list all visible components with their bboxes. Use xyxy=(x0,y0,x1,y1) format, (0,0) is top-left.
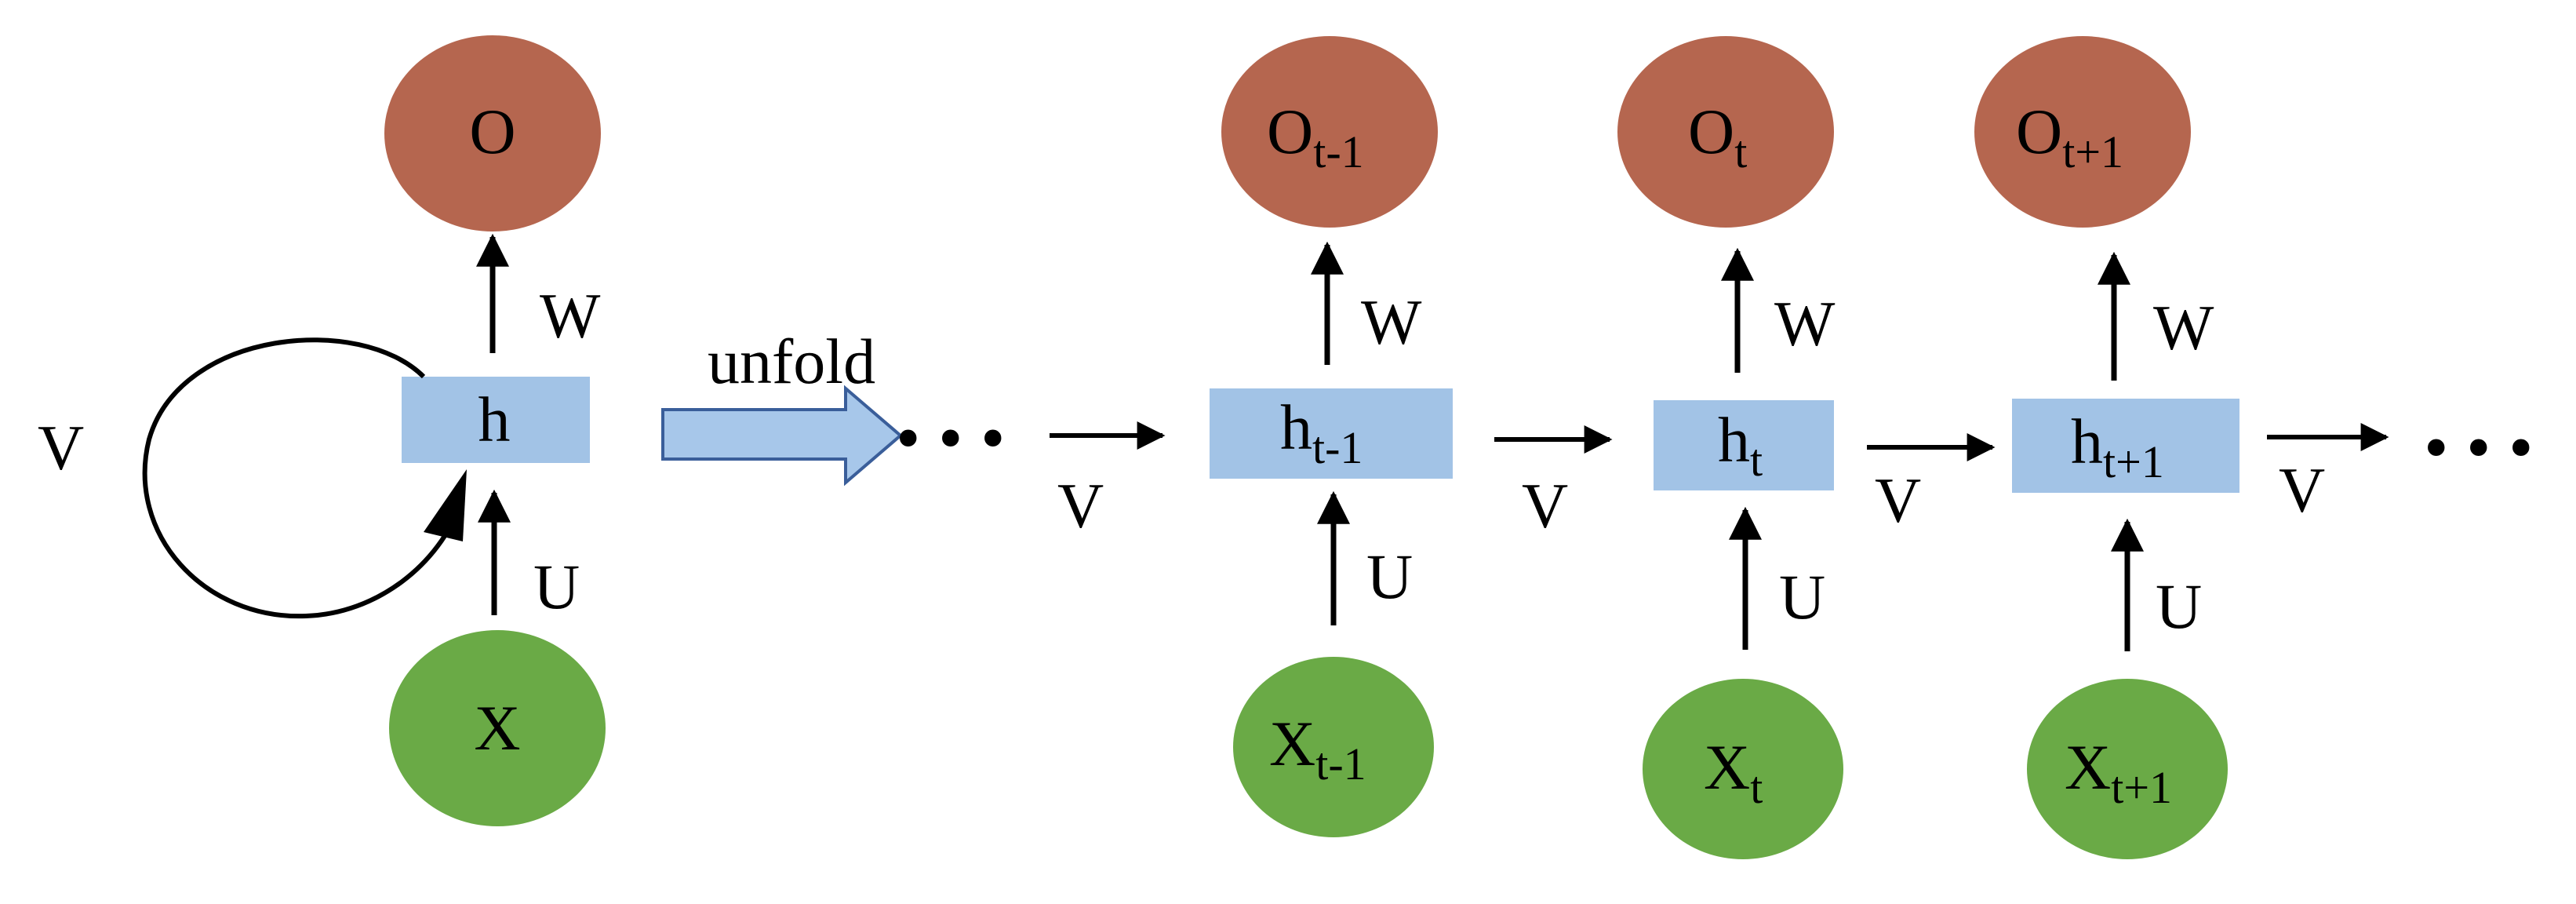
output-label: Ot+1 xyxy=(2016,96,2123,177)
u-label: U xyxy=(533,551,580,622)
unfold-label: unfold xyxy=(708,326,875,397)
input-label: Xt-1 xyxy=(1269,708,1366,789)
output-label: O xyxy=(469,96,515,167)
u-label: U xyxy=(2156,570,2202,642)
output-main: O xyxy=(2016,96,2062,167)
hidden-label: ht+1 xyxy=(2071,406,2164,487)
output-label: Ot xyxy=(1688,96,1747,177)
output-node xyxy=(384,35,601,231)
hidden-box xyxy=(402,377,590,463)
hidden-label: h xyxy=(478,384,511,455)
hidden-main: h xyxy=(2071,406,2103,477)
v-label-2: V xyxy=(1875,465,1921,536)
step-t-plus-1: Ot+1 W ht+1 U Xt+1 xyxy=(1974,36,2239,859)
v-label-folded: V xyxy=(38,412,84,483)
output-main: O xyxy=(1688,96,1734,167)
output-main: O xyxy=(1267,96,1313,167)
input-label: X xyxy=(474,692,520,764)
hidden-label: ht xyxy=(1718,404,1763,486)
output-node xyxy=(1221,36,1438,228)
step-t-minus-1: Ot-1 W ht-1 U Xt-1 xyxy=(1210,36,1453,837)
input-node xyxy=(2027,679,2228,859)
ellipsis-left: • • • xyxy=(896,399,1006,477)
w-label: W xyxy=(2153,292,2214,363)
hidden-main: h xyxy=(1718,404,1750,476)
input-label: Xt+1 xyxy=(2065,731,2172,813)
output-subscript: t-1 xyxy=(1313,126,1363,177)
step-t: Ot W ht U Xt xyxy=(1617,36,1843,859)
w-label: W xyxy=(540,280,601,352)
recurrent-loop-arrowhead xyxy=(424,469,467,541)
hidden-subscript: t xyxy=(1750,435,1763,486)
output-subscript: t xyxy=(1734,126,1747,177)
input-node xyxy=(389,630,606,826)
input-subscript: t-1 xyxy=(1315,738,1366,789)
hidden-subscript: t-1 xyxy=(1312,422,1363,473)
input-main: X xyxy=(1269,708,1315,779)
v-label-1: V xyxy=(1522,470,1568,541)
ellipsis-right: • • • xyxy=(2424,409,2534,487)
hidden-label: ht-1 xyxy=(1280,392,1363,473)
u-label: U xyxy=(1779,561,1825,632)
hidden-box xyxy=(1210,388,1453,479)
folded-rnn: O W h V U X xyxy=(38,35,606,826)
output-node xyxy=(1617,36,1834,228)
unfold-arrow-shape xyxy=(661,385,904,487)
u-label: U xyxy=(1366,541,1413,612)
output-node xyxy=(1974,36,2191,228)
output-subscript: t+1 xyxy=(2062,126,2123,177)
hidden-box xyxy=(2012,399,2239,493)
input-subscript: t+1 xyxy=(2111,762,2172,813)
v-label-3: V xyxy=(2279,454,2325,526)
w-label: W xyxy=(1361,286,1422,358)
hidden-box xyxy=(1654,400,1834,490)
input-label: Xt xyxy=(1704,731,1763,813)
recurrent-loop xyxy=(142,337,464,619)
input-subscript: t xyxy=(1750,762,1763,813)
input-main: X xyxy=(2065,731,2111,803)
hidden-main: h xyxy=(1280,392,1312,463)
w-label: W xyxy=(1774,288,1836,359)
output-label: Ot-1 xyxy=(1267,96,1364,177)
input-node xyxy=(1643,679,1843,859)
input-main: X xyxy=(1704,731,1750,803)
unfold-arrow: unfold xyxy=(661,326,904,487)
v-label-0: V xyxy=(1057,470,1104,541)
input-node xyxy=(1233,657,1434,837)
hidden-subscript: t+1 xyxy=(2103,436,2164,487)
